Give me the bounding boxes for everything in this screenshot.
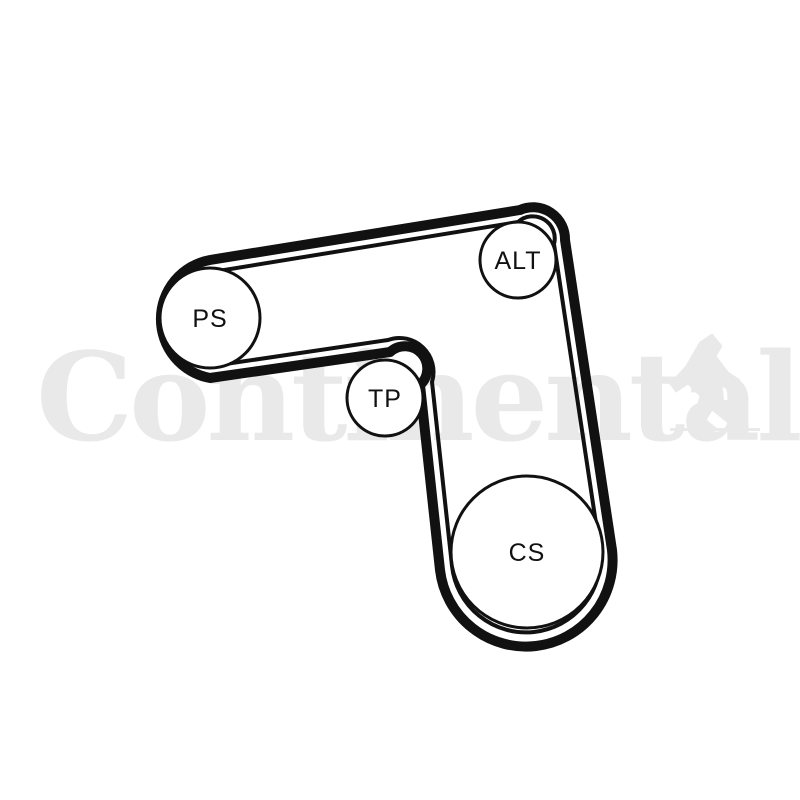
pulley-alt-wheel <box>478 220 558 300</box>
pulley-tp-label: TP <box>368 385 402 413</box>
pulley-ps-wheel <box>158 266 262 370</box>
rearing-horse-icon <box>669 333 760 433</box>
pulley-cs: CS <box>449 474 605 630</box>
pulley-tp-wheel <box>345 358 425 438</box>
pulley-ps: PS <box>158 266 262 370</box>
pulley-alt: ALT <box>478 220 558 300</box>
pulley-alt-label: ALT <box>495 247 542 275</box>
pulley-tp: TP <box>345 358 425 438</box>
pulley-cs-wheel <box>449 474 605 630</box>
pulley-ps-label: PS <box>192 305 227 333</box>
pulley-cs-label: CS <box>509 539 546 567</box>
